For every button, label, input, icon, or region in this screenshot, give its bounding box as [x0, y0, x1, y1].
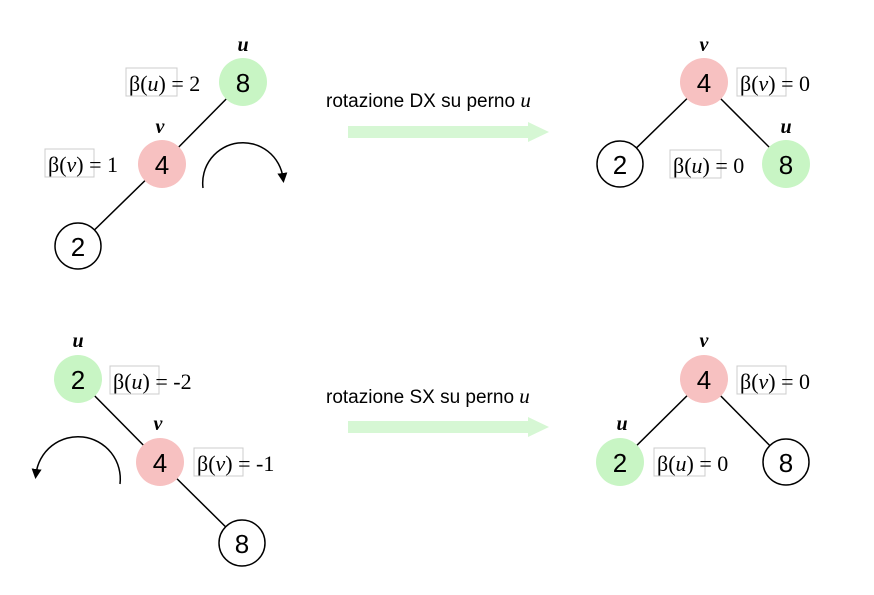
bottom-after-tree: 4 2 8 v u β(v) = 0 β(u) = 0 [596, 330, 810, 486]
node-leaf [218, 519, 266, 567]
top-caption: rotazione DX su perno u [326, 88, 531, 112]
var-v-label: v [154, 413, 164, 435]
node-leaf-label: 2 [71, 232, 85, 262]
balance-u-text: β(u) = 0 [673, 153, 744, 178]
balance-u-box [669, 149, 722, 179]
var-u-label: u [616, 413, 627, 435]
var-v-label: v [156, 116, 166, 138]
bottom-caption: rotazione SX su perno u [326, 384, 530, 408]
balance-u-box [653, 447, 706, 477]
bottom-before-tree: 2 4 8 u v β(u) = -2 β(v) = -1 [31, 330, 274, 567]
balance-v-box [44, 148, 95, 178]
balance-v-text: β(v) = 0 [740, 369, 810, 394]
var-v-label: v [700, 330, 710, 352]
balance-u-box [125, 67, 178, 97]
balance-u-text: β(u) = -2 [113, 369, 192, 394]
node-right-label: 8 [779, 448, 793, 478]
node-u [219, 58, 267, 106]
balance-u-text: β(u) = 0 [657, 451, 728, 476]
balance-v: β(v) = 0 [736, 67, 810, 97]
top-transition-arrow [348, 122, 549, 142]
top-transition: rotazione DX su perno u [326, 88, 549, 142]
balance-v-box [736, 365, 787, 395]
node-left-label: 2 [613, 150, 627, 180]
balance-u-text: β(u) = 2 [129, 71, 200, 96]
balance-u: β(u) = -2 [109, 365, 192, 395]
node-right [762, 140, 810, 188]
node-left-label: 2 [613, 448, 627, 478]
balance-v-box [736, 67, 787, 97]
node-root-label: 4 [697, 365, 711, 395]
balance-v: β(v) = 1 [44, 148, 118, 178]
top-before-tree: 8 4 2 u v β(u) = 2 β(v) = 1 [44, 34, 288, 270]
node-right-label: 8 [779, 150, 793, 180]
node-v-label: 4 [155, 150, 169, 180]
balance-u: β(u) = 0 [669, 149, 744, 179]
bottom-transition: rotazione SX su perno u [326, 384, 549, 437]
node-v [138, 140, 186, 188]
balance-u: β(u) = 2 [125, 67, 200, 97]
balance-v-box [193, 447, 244, 477]
balance-v: β(v) = 0 [736, 365, 810, 395]
balance-u: β(u) = 0 [653, 447, 728, 477]
node-root [680, 355, 728, 403]
balance-v-text: β(v) = 0 [740, 71, 810, 96]
balance-v: β(v) = -1 [193, 447, 274, 477]
node-v-label: 4 [153, 448, 167, 478]
node-root-label: 4 [697, 68, 711, 98]
top-after-tree: 4 2 8 v u β(v) = 0 β(u) = 0 [596, 34, 810, 188]
var-u-label: u [780, 116, 791, 138]
node-left [596, 140, 644, 188]
node-root [680, 58, 728, 106]
rotation-clockwise-arrow [201, 141, 288, 189]
bottom-transition-arrow [348, 417, 549, 437]
node-u-label: 2 [71, 365, 85, 395]
node-leaf [54, 222, 102, 270]
node-leaf-label: 8 [235, 529, 249, 559]
var-u-label: u [72, 330, 83, 352]
var-v-label: v [700, 34, 710, 56]
node-v [136, 438, 184, 486]
rotation-counterclockwise-arrow [31, 436, 122, 485]
balance-u-box [109, 365, 160, 395]
var-u-label: u [237, 34, 248, 56]
balance-v-text: β(v) = 1 [48, 152, 118, 177]
node-u [54, 355, 102, 403]
node-right [762, 438, 810, 486]
node-u-label: 8 [236, 68, 250, 98]
balance-v-text: β(v) = -1 [197, 451, 274, 476]
node-left [596, 438, 644, 486]
